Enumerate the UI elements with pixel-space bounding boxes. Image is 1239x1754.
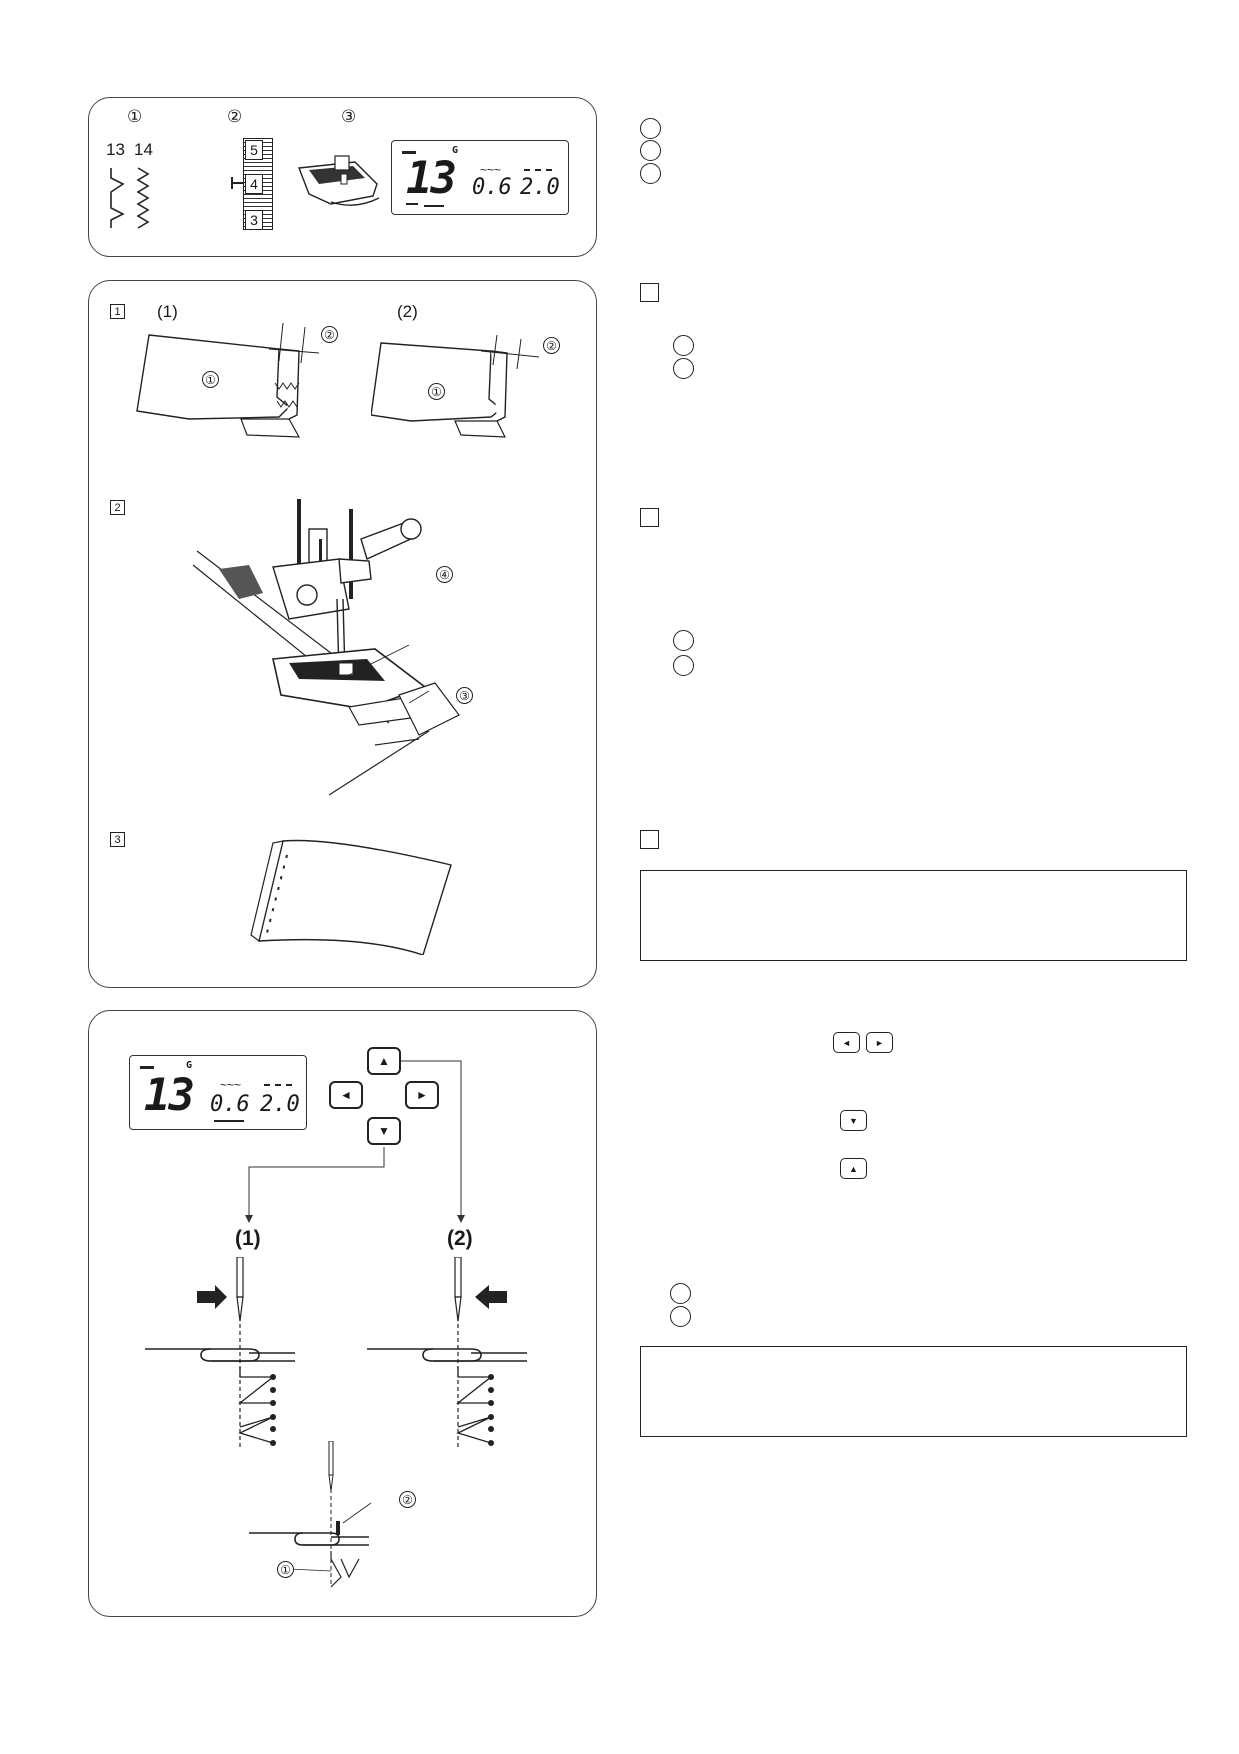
variant-label-2: (2): [397, 302, 418, 321]
instructions-panel: 1 (1) (2) ① ② ① ② 2: [88, 280, 597, 988]
right-marker-circle-1: [640, 118, 661, 139]
bottom-callout-2: ②: [399, 1491, 416, 1508]
connector-lines: [245, 1060, 465, 1223]
foot-indicator-2: G: [186, 1060, 193, 1071]
right-marker-circle-9: [670, 1306, 691, 1327]
fabric-callout-2a: ②: [321, 326, 338, 343]
position-label-1: (1): [235, 1227, 261, 1250]
needle-position-right-illustration: [367, 1257, 527, 1447]
callout-3: ③: [341, 107, 357, 126]
stitch-width-display: 0.6: [472, 175, 512, 200]
mini-right-key: ►: [866, 1032, 893, 1053]
mini-left-key: ◄: [833, 1032, 860, 1053]
pattern-number-display: 13: [406, 153, 457, 204]
fabric-callout-1a: ①: [202, 371, 219, 388]
step-marker-1: 1: [110, 304, 125, 319]
variant-label-1: (1): [157, 302, 178, 321]
callout-2: ②: [227, 107, 243, 126]
bottom-callout-1: ①: [277, 1561, 294, 1578]
right-marker-circle-4: [673, 335, 694, 356]
right-marker-circle-5: [673, 358, 694, 379]
lcd-display-2: G 13 ~~~ 0.6 2.0: [129, 1055, 307, 1130]
note-box-2: [640, 1346, 1187, 1437]
step-marker-2: 2: [110, 500, 125, 515]
stitch-length-display-2: 2.0: [260, 1092, 300, 1117]
stitch-width-display-2: 0.6: [210, 1092, 250, 1117]
note-box-1: [640, 870, 1187, 961]
right-marker-square-3: [640, 830, 659, 849]
right-marker-circle-8: [670, 1283, 691, 1304]
right-marker-circle-2: [640, 140, 661, 161]
fabric-callout-2b: ②: [543, 337, 560, 354]
step-marker-3: 3: [110, 832, 125, 847]
presser-foot-icon: [298, 155, 380, 206]
left-arrow-key[interactable]: ◄: [329, 1081, 363, 1109]
right-marker-circle-3: [640, 163, 661, 184]
stitch-adjust-panel: G 13 ~~~ 0.6 2.0 ▲ ◄ ► ▼ (1) (2): [88, 1010, 597, 1617]
dial-number-4: 4: [245, 174, 263, 194]
position-label-2: (2): [447, 1227, 473, 1250]
down-arrow-key[interactable]: ▼: [367, 1117, 401, 1145]
finished-hem-illustration: [250, 839, 452, 955]
machine-callout-3: ③: [456, 687, 473, 704]
guide-dial: 5 4 3: [231, 138, 277, 232]
mini-up-key: ▲: [840, 1158, 867, 1179]
right-marker-circle-7: [673, 655, 694, 676]
pattern-number-13: 13: [106, 140, 125, 159]
pattern-number-display-2: 13: [144, 1070, 195, 1121]
dial-number-3: 3: [245, 210, 263, 230]
stitch-patterns-icon: [110, 167, 150, 229]
callout-1: ①: [127, 107, 143, 126]
stitch-distance-illustration: [249, 1441, 372, 1588]
right-arrow-key[interactable]: ►: [405, 1081, 439, 1109]
fabric-fold-illustration-2: [371, 335, 540, 438]
mini-down-key: ▼: [840, 1110, 867, 1131]
fabric-fold-illustration-1: [136, 323, 320, 438]
machine-callout-4: ④: [436, 566, 453, 583]
stitch-length-display: 2.0: [520, 175, 560, 200]
fabric-callout-1b: ①: [428, 383, 445, 400]
foot-indicator: G: [452, 145, 459, 156]
lcd-display: G 13 ~~~ 0.6 2.0: [391, 140, 569, 215]
pattern-number-14: 14: [134, 140, 153, 159]
settings-panel: ① ② ③ 13 14 5 4 3 G 13 ~~~ 0.6 2.0: [88, 97, 597, 257]
dial-number-5: 5: [245, 140, 263, 160]
sewing-foot-illustration: [192, 499, 460, 796]
needle-position-left-illustration: [145, 1257, 295, 1447]
right-marker-circle-6: [673, 630, 694, 651]
right-marker-square-1: [640, 283, 659, 302]
up-arrow-key[interactable]: ▲: [367, 1047, 401, 1075]
right-marker-square-2: [640, 508, 659, 527]
